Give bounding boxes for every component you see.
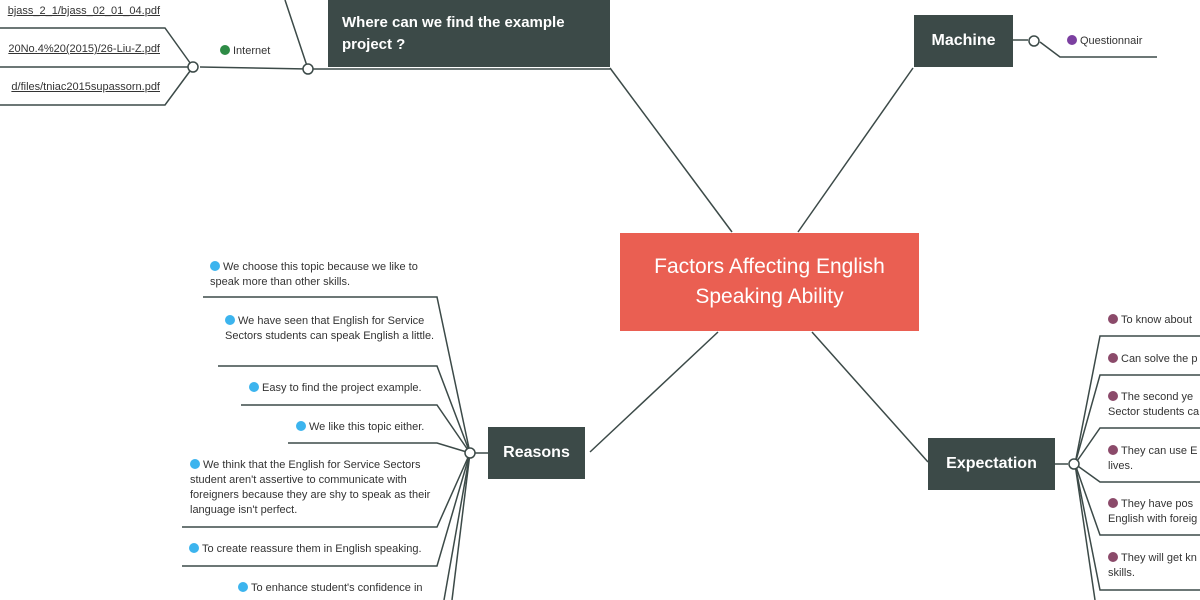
expectation-item-label: The second ye Sector students ca bbox=[1108, 391, 1200, 418]
expectation-item[interactable]: They will get kn skills. bbox=[1108, 551, 1200, 583]
internet-node[interactable]: Internet bbox=[220, 44, 270, 59]
expectation-item[interactable]: Can solve the p bbox=[1108, 352, 1200, 367]
line-reasons bbox=[589, 331, 719, 453]
blue-dot-icon bbox=[238, 582, 248, 592]
expectation-item[interactable]: The second ye Sector students ca bbox=[1108, 390, 1200, 422]
blue-dot-icon bbox=[189, 543, 199, 553]
topic-expectation-title: Expectation bbox=[946, 455, 1037, 472]
line-expectation bbox=[811, 331, 929, 463]
machine-item-label: Questionnair bbox=[1080, 35, 1143, 47]
reason-item[interactable]: Easy to find the project example. bbox=[249, 381, 444, 396]
reason-item-label: Easy to find the project example. bbox=[262, 382, 422, 394]
reason-item[interactable]: We like this topic either. bbox=[296, 420, 446, 435]
reason-item[interactable]: We have seen that English for Service Se… bbox=[225, 314, 440, 344]
mauve-dot-icon bbox=[1108, 391, 1118, 401]
expectation-item-label: To know about bbox=[1121, 314, 1192, 326]
expectation-item[interactable]: They have pos English with foreig bbox=[1108, 497, 1200, 529]
reason-item[interactable]: To create reassure them in English speak… bbox=[189, 542, 444, 557]
collapse-handle-internet bbox=[187, 61, 199, 73]
link-3[interactable]: d/files/tniac2015supassorn.pdf bbox=[11, 81, 160, 93]
topic-machine[interactable]: Machine bbox=[914, 15, 1013, 67]
purple-dot-icon bbox=[1067, 35, 1077, 45]
topic-reasons-title: Reasons bbox=[503, 444, 570, 461]
central-topic[interactable]: Factors Affecting English Speaking Abili… bbox=[620, 233, 919, 331]
collapse-handle-reasons bbox=[464, 447, 476, 459]
link-1[interactable]: bjass_2_1/bjass_02_01_04.pdf bbox=[7, 5, 160, 17]
reason-item-label: To create reassure them in English speak… bbox=[202, 543, 422, 555]
reason-item-label: We like this topic either. bbox=[309, 421, 425, 433]
blue-dot-icon bbox=[296, 421, 306, 431]
line-machine bbox=[797, 67, 914, 233]
topic-where[interactable]: Where can we find the example project ? bbox=[328, 0, 610, 67]
mauve-dot-icon bbox=[1108, 498, 1118, 508]
blue-dot-icon bbox=[249, 382, 259, 392]
collapse-handle-machine bbox=[1028, 35, 1040, 47]
reason-item[interactable]: We think that the English for Service Se… bbox=[190, 458, 440, 518]
expectation-item-label: They have pos English with foreig bbox=[1108, 498, 1198, 525]
expectation-item-label: They can use E lives. bbox=[1108, 445, 1198, 472]
mauve-dot-icon bbox=[1108, 552, 1118, 562]
internet-label: Internet bbox=[233, 45, 271, 57]
expectation-item-label: They will get kn skills. bbox=[1108, 552, 1197, 579]
green-dot-icon bbox=[220, 45, 230, 55]
line-where bbox=[609, 67, 733, 233]
mauve-dot-icon bbox=[1108, 353, 1118, 363]
topic-where-title: Where can we find the example project ? bbox=[342, 13, 565, 53]
collapse-handle-expectation bbox=[1068, 458, 1080, 470]
blue-dot-icon bbox=[210, 261, 220, 271]
reason-item[interactable]: To enhance student's confidence in bbox=[238, 581, 443, 600]
blue-dot-icon bbox=[190, 459, 200, 469]
mauve-dot-icon bbox=[1108, 445, 1118, 455]
reason-item-label: We choose this topic because we like to … bbox=[210, 261, 418, 288]
reason-item[interactable]: We choose this topic because we like to … bbox=[210, 260, 440, 290]
topic-expectation[interactable]: Expectation bbox=[928, 438, 1055, 490]
link-2[interactable]: 20No.4%20(2015)/26-Liu-Z.pdf bbox=[8, 43, 160, 55]
reason-item-label: To enhance student's confidence in bbox=[251, 582, 423, 594]
mauve-dot-icon bbox=[1108, 314, 1118, 324]
central-title: Factors Affecting English Speaking Abili… bbox=[654, 255, 885, 308]
reason-item-label: We have seen that English for Service Se… bbox=[225, 315, 435, 342]
reason-item-label: We think that the English for Service Se… bbox=[190, 459, 431, 516]
expectation-item[interactable]: To know about bbox=[1108, 313, 1200, 328]
expectation-item[interactable]: They can use E lives. bbox=[1108, 444, 1200, 476]
topic-reasons[interactable]: Reasons bbox=[488, 427, 585, 479]
collapse-handle-where bbox=[302, 63, 314, 75]
topic-machine-title: Machine bbox=[931, 32, 996, 49]
blue-dot-icon bbox=[225, 315, 235, 325]
machine-item[interactable]: Questionnair bbox=[1067, 34, 1142, 49]
expectation-item-label: Can solve the p bbox=[1121, 353, 1198, 365]
